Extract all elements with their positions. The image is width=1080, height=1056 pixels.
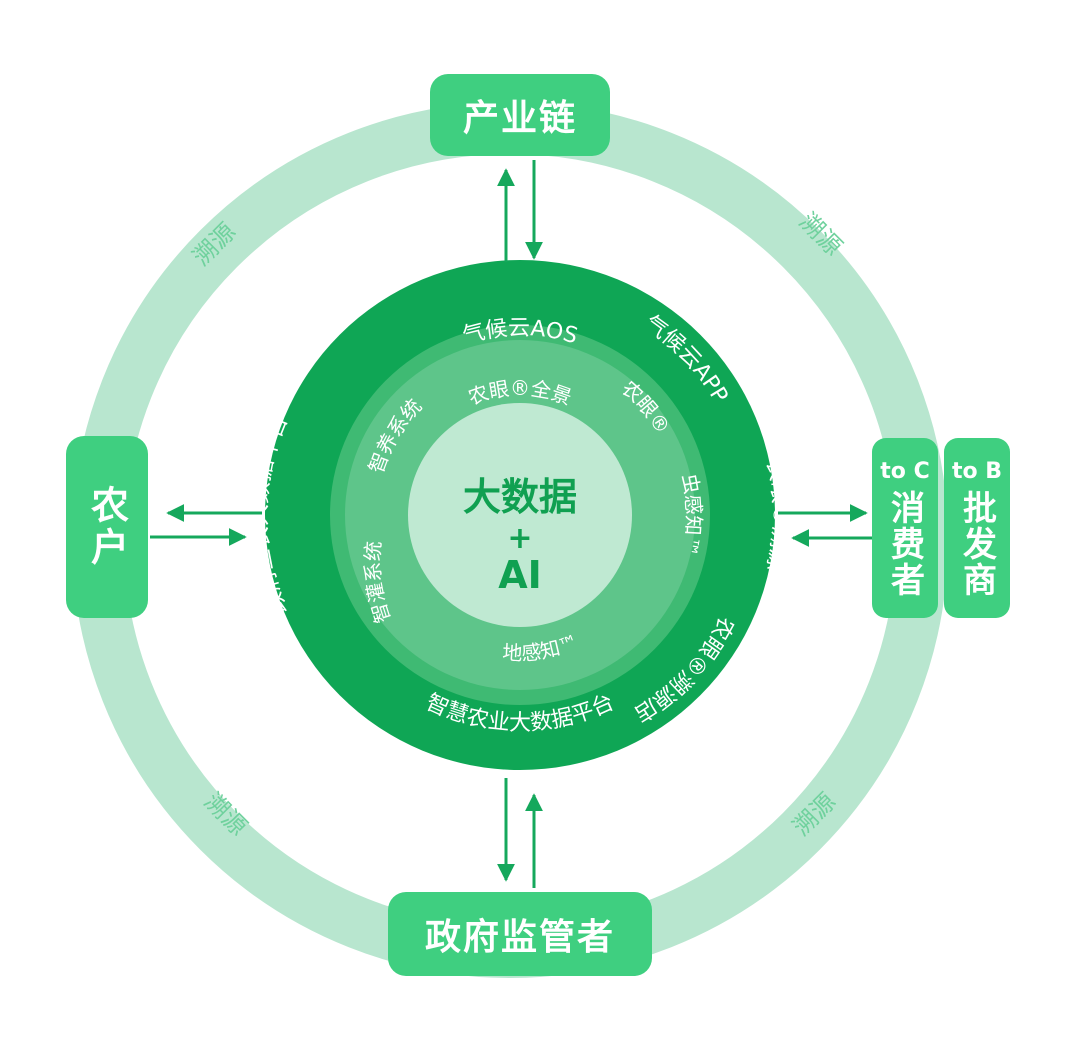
node-consumer-sub: to C — [880, 458, 930, 484]
center-line3: AI — [498, 553, 542, 597]
node-wholesaler: to B 批发商 — [944, 438, 1010, 618]
center-disc — [408, 403, 632, 627]
node-consumer: to C 消费者 — [872, 438, 938, 618]
node-wholesaler-sub: to B — [951, 458, 1003, 484]
node-industry-chain-label: 产业链 — [462, 98, 577, 139]
center-line2: + — [507, 521, 532, 556]
node-consumer-label: 消费者 — [884, 489, 925, 598]
node-wholesaler-label: 批发商 — [956, 489, 997, 598]
node-industry-chain: 产业链 — [430, 74, 610, 156]
node-farmer-label: 农户 — [84, 485, 129, 569]
center-line1: 大数据 — [463, 475, 577, 519]
node-farmer: 农户 — [66, 436, 148, 618]
node-government-regulator-label: 政府监管者 — [424, 917, 615, 958]
node-government-regulator: 政府监管者 — [388, 892, 652, 976]
